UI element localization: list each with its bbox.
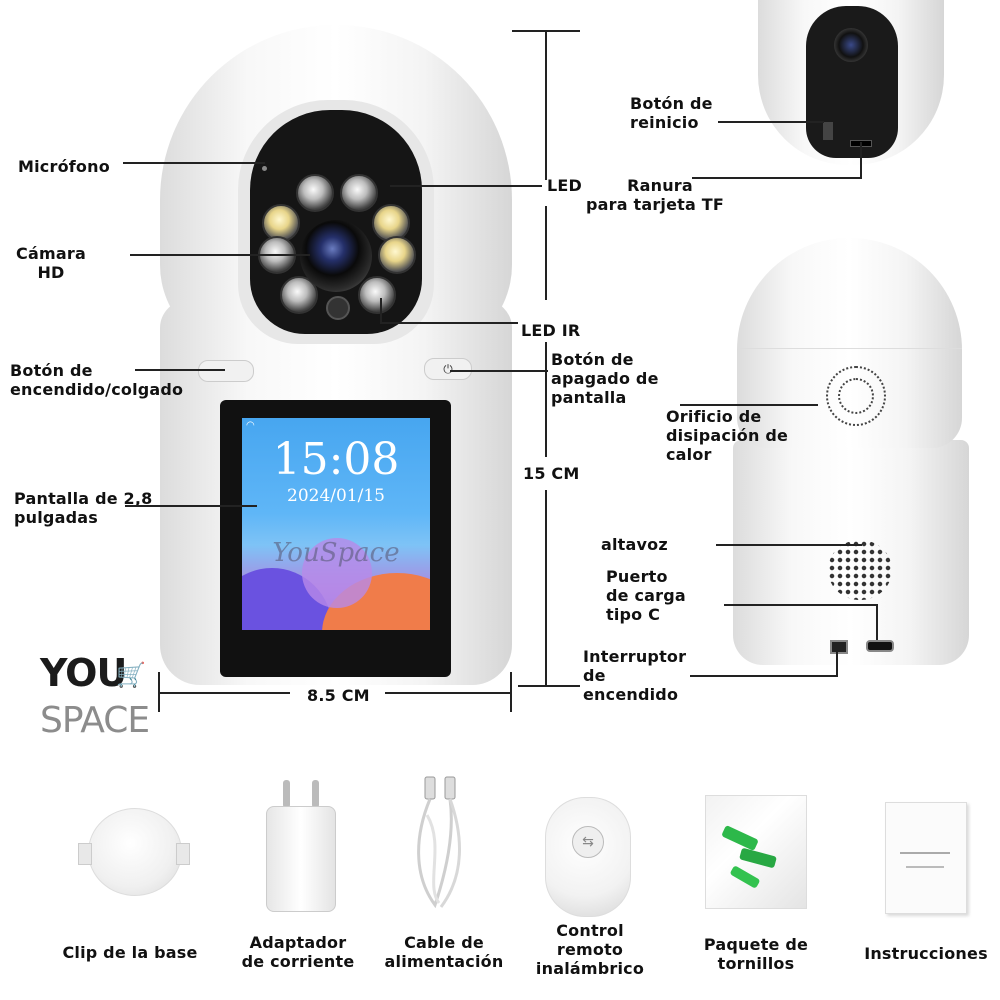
leader-line <box>130 254 310 256</box>
base-clip-tab <box>78 843 92 865</box>
base-clip-image <box>88 808 182 896</box>
speaker-grille <box>828 540 892 600</box>
dimension-tick-left <box>158 672 160 712</box>
screen-watermark: YouSpace <box>272 538 400 568</box>
leader-line <box>125 505 257 507</box>
label-microfono: Micrófono <box>18 157 110 176</box>
leader-line <box>860 142 862 179</box>
leader-line <box>680 404 818 406</box>
sensor-dot <box>326 296 350 320</box>
instructions-image <box>885 802 967 914</box>
leader-line <box>135 369 225 371</box>
label-interruptor: Interruptor de encendido <box>583 647 687 704</box>
label-altavoz: altavoz <box>601 535 668 554</box>
logo-cart-icon: 🛒 <box>116 661 146 689</box>
leader-line <box>390 185 542 187</box>
led-light <box>378 236 416 274</box>
label-height: 15 CM <box>523 464 580 483</box>
leader-line <box>724 604 878 606</box>
led-light <box>296 174 334 212</box>
label-led-ir: LED IR <box>521 321 581 340</box>
dome-seam <box>737 348 962 349</box>
leader-line <box>380 322 518 324</box>
wifi-icon: ◠ <box>246 420 255 431</box>
leader-line <box>836 648 838 677</box>
accessory-label: Cable de alimentación <box>384 933 504 971</box>
label-boton-apagado: Botón de apagado de pantalla <box>551 350 659 407</box>
cable-image <box>417 776 461 909</box>
label-reinicio: Botón de reinicio <box>630 94 713 132</box>
power-switch[interactable] <box>830 640 848 654</box>
leader-line <box>123 162 265 164</box>
dimension-tick-top <box>512 30 580 32</box>
leader-line <box>716 544 862 546</box>
label-boton-encendido: Botón de encendido/colgado <box>10 361 184 399</box>
screen-off-button[interactable]: ⏻ <box>424 358 472 380</box>
adapter-image <box>266 806 336 912</box>
instructions-text-line <box>900 852 950 854</box>
base-clip-tab <box>176 843 190 865</box>
camera-lens <box>300 220 372 292</box>
leader-line <box>450 370 548 372</box>
label-width: 8.5 CM <box>307 686 370 705</box>
leader-line <box>380 298 382 324</box>
led-ir-light <box>358 276 396 314</box>
accessory-label: Instrucciones <box>864 944 988 963</box>
dimension-tick-right <box>510 672 512 712</box>
logo-text-top: YOU <box>40 651 127 695</box>
led-light <box>340 174 378 212</box>
camera-top-lens <box>834 28 868 62</box>
usb-c-port[interactable] <box>866 640 894 652</box>
leader-line <box>690 675 838 677</box>
accessory-label: Adaptador de corriente <box>241 933 355 971</box>
logo-text-bottom: SPACE <box>40 700 150 741</box>
label-pantalla: Pantalla de 2,8 pulgadas <box>14 489 153 527</box>
accessory-label: Clip de la base <box>62 943 198 962</box>
leader-line <box>876 604 878 640</box>
microphone-hole <box>262 166 267 171</box>
power-hangup-button[interactable] <box>198 360 254 382</box>
reset-button[interactable] <box>823 122 833 140</box>
screen-time: 15:08 <box>272 434 400 485</box>
screen-wave-blob <box>302 538 372 608</box>
dimension-line-height <box>545 206 547 300</box>
remote-button: ⇆ <box>572 826 604 858</box>
dimension-line-height <box>545 30 547 180</box>
label-orificio: Orificio de disipación de calor <box>666 407 789 464</box>
adapter-prong <box>283 780 290 808</box>
label-ranura: Ranura para tarjeta TF <box>585 176 725 214</box>
dimension-line-width <box>158 692 290 694</box>
leader-line <box>692 177 862 179</box>
leader-line <box>718 121 824 123</box>
label-puerto: Puerto de carga tipo C <box>606 567 686 624</box>
label-led: LED <box>547 176 583 195</box>
screen-date: 2024/01/15 <box>287 486 385 506</box>
label-camara: Cámara HD <box>16 244 86 282</box>
adapter-prong <box>312 780 319 808</box>
dimension-line-width <box>385 692 510 694</box>
instructions-text-line <box>906 866 944 868</box>
dimension-line-height <box>545 342 547 457</box>
heat-vent-grille <box>826 366 886 426</box>
display-screen: ◠ 15:08 2024/01/15 YouSpace <box>242 418 430 630</box>
dimension-line-height <box>545 490 547 685</box>
accessory-label: Control remoto inalámbrico <box>535 921 645 978</box>
heat-vent-grille <box>838 378 874 414</box>
dimension-tick-bottom <box>518 685 580 687</box>
accessory-label: Paquete de tornillos <box>703 935 809 973</box>
